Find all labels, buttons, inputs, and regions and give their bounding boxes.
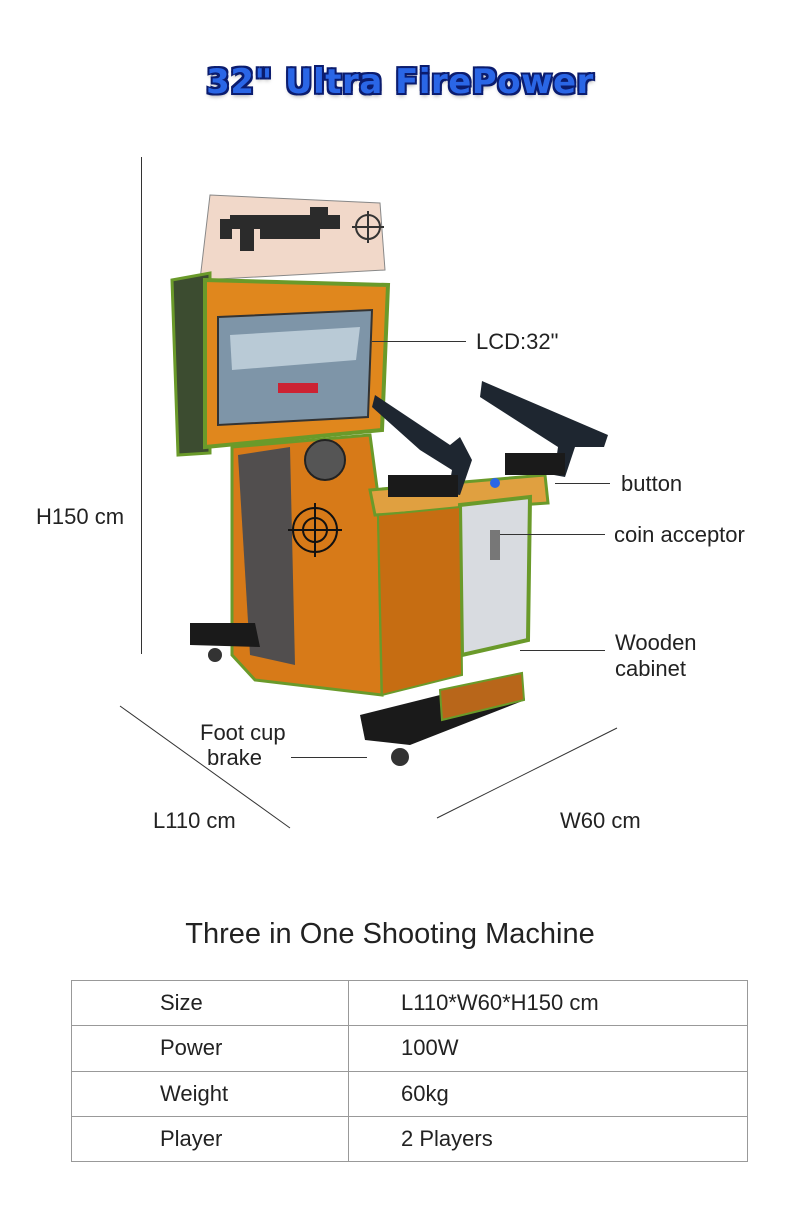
coin-acceptor-callout-line (500, 534, 605, 535)
spec-key: Weight (71, 1070, 349, 1117)
table-row: Weight 60kg (71, 1070, 748, 1117)
gun-left-icon (372, 395, 472, 497)
table-row: Size L110*W60*H150 cm (71, 979, 748, 1027)
coin-acceptor-label: coin acceptor (614, 522, 745, 547)
start-button (490, 478, 500, 488)
spec-value: 60kg (348, 1070, 748, 1117)
button-callout-line (555, 483, 610, 484)
spec-key: Power (71, 1025, 349, 1072)
rifle-icon (220, 207, 340, 251)
spec-key: Size (71, 979, 349, 1027)
spec-table: Size L110*W60*H150 cm Power 100W Weight … (71, 979, 748, 1163)
speaker-grille (304, 439, 346, 481)
button-label: button (621, 471, 683, 496)
coin-door-panel (457, 494, 533, 658)
caster-wheel (391, 748, 409, 766)
width-label: W60 cm (560, 808, 641, 833)
lcd-label: LCD:32" (476, 329, 559, 354)
foot-cup-label-line1: Foot cup (200, 720, 286, 745)
left-foot-base (190, 623, 260, 647)
table-row: Player 2 Players (71, 1115, 748, 1163)
spec-value: 100W (348, 1025, 748, 1072)
foot-cup-callout-line (291, 757, 367, 758)
spec-key: Player (71, 1115, 349, 1163)
target-graphic (288, 503, 342, 557)
lcd-callout-line (372, 341, 466, 342)
machine-subtitle: Three in One Shooting Machine (185, 918, 595, 950)
foot-cup-label-line2: brake (207, 745, 263, 770)
left-side-panel (170, 271, 212, 457)
gun-right-icon (480, 381, 608, 477)
length-label: L110 cm (153, 808, 236, 833)
spec-value: 2 Players (348, 1115, 748, 1163)
spec-value: L110*W60*H150 cm (348, 979, 748, 1027)
table-row: Power 100W (71, 1025, 748, 1072)
front-step-panel (438, 671, 526, 722)
crosshair-icon (352, 211, 384, 243)
coin-slot (490, 530, 500, 560)
wooden-cabinet-label-line1: Wooden (615, 630, 697, 655)
wooden-cabinet-label-line2: cabinet (615, 656, 686, 681)
height-dimension-line (141, 157, 142, 654)
arcade-machine-illustration (170, 194, 608, 766)
product-title: 32" Ultra FirePower (206, 62, 594, 102)
height-label: H150 cm (36, 504, 125, 529)
wooden-cabinet-callout-line (520, 650, 605, 651)
